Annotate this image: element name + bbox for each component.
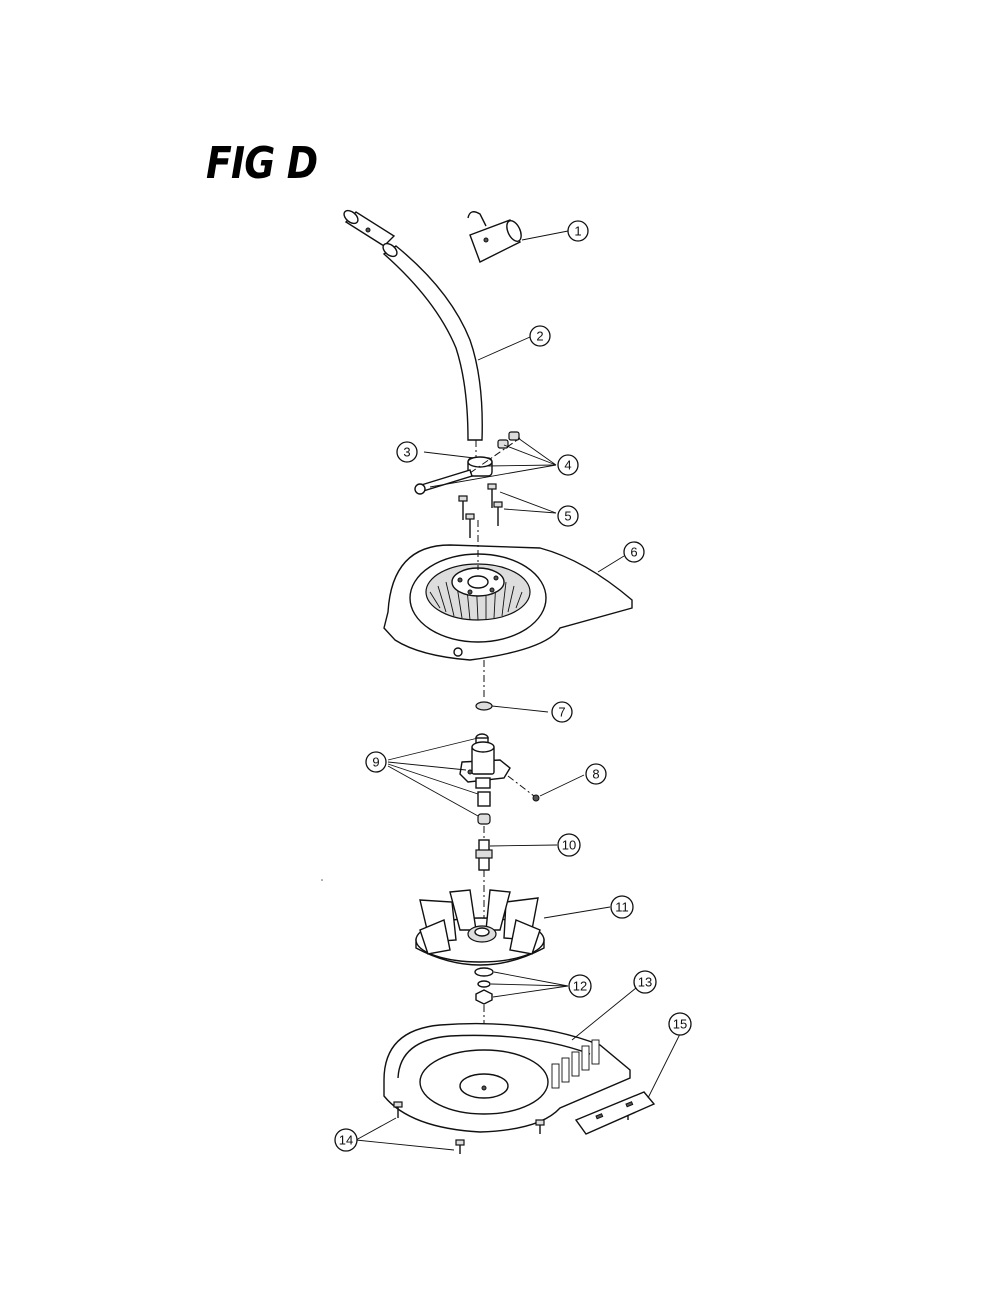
part-1-coupler [467, 211, 569, 263]
svg-text:9: 9 [372, 755, 379, 770]
part-7-10-hub-shaft [387, 660, 585, 918]
callout-2: 2 [529, 325, 551, 347]
callout-10: 10 [557, 833, 581, 857]
svg-text:3: 3 [403, 445, 410, 460]
svg-text:10: 10 [562, 838, 576, 853]
svg-text:5: 5 [564, 509, 571, 524]
callout-13: 13 [633, 970, 657, 994]
callout-3: 3 [396, 441, 418, 463]
svg-text:8: 8 [592, 767, 599, 782]
callout-1: 1 [567, 220, 589, 242]
part-15-deflector [574, 1033, 681, 1135]
svg-text:12: 12 [573, 979, 587, 994]
figure-title: FIG D [206, 138, 318, 189]
callout-12: 12 [568, 974, 592, 998]
callout-11: 11 [610, 895, 634, 919]
callout-7: 7 [551, 701, 573, 723]
part-3-4-5-clamp-screws [414, 431, 557, 538]
svg-text:7: 7 [558, 705, 565, 720]
svg-text:15: 15 [673, 1017, 687, 1032]
callouts: 1 2 3 4 5 6 7 8 9 10 11 12 13 14 15 [334, 220, 692, 1152]
svg-text:1: 1 [574, 224, 581, 239]
callout-8: 8 [585, 763, 607, 785]
callout-14: 14 [334, 1128, 358, 1152]
svg-text:13: 13 [638, 975, 652, 990]
callout-15: 15 [668, 1012, 692, 1036]
part-2-tube [343, 209, 531, 468]
svg-text:14: 14 [339, 1133, 353, 1148]
callout-9: 9 [365, 751, 387, 773]
svg-text:6: 6 [630, 545, 637, 560]
part-13-lower-housing [355, 987, 637, 1154]
callout-6: 6 [623, 541, 645, 563]
callout-4: 4 [557, 454, 579, 476]
svg-text:4: 4 [564, 458, 571, 473]
svg-text:2: 2 [536, 329, 543, 344]
svg-text:11: 11 [615, 900, 629, 915]
part-11-impeller [415, 889, 611, 966]
part-6-upper-housing [383, 520, 633, 661]
callout-5: 5 [557, 505, 579, 527]
